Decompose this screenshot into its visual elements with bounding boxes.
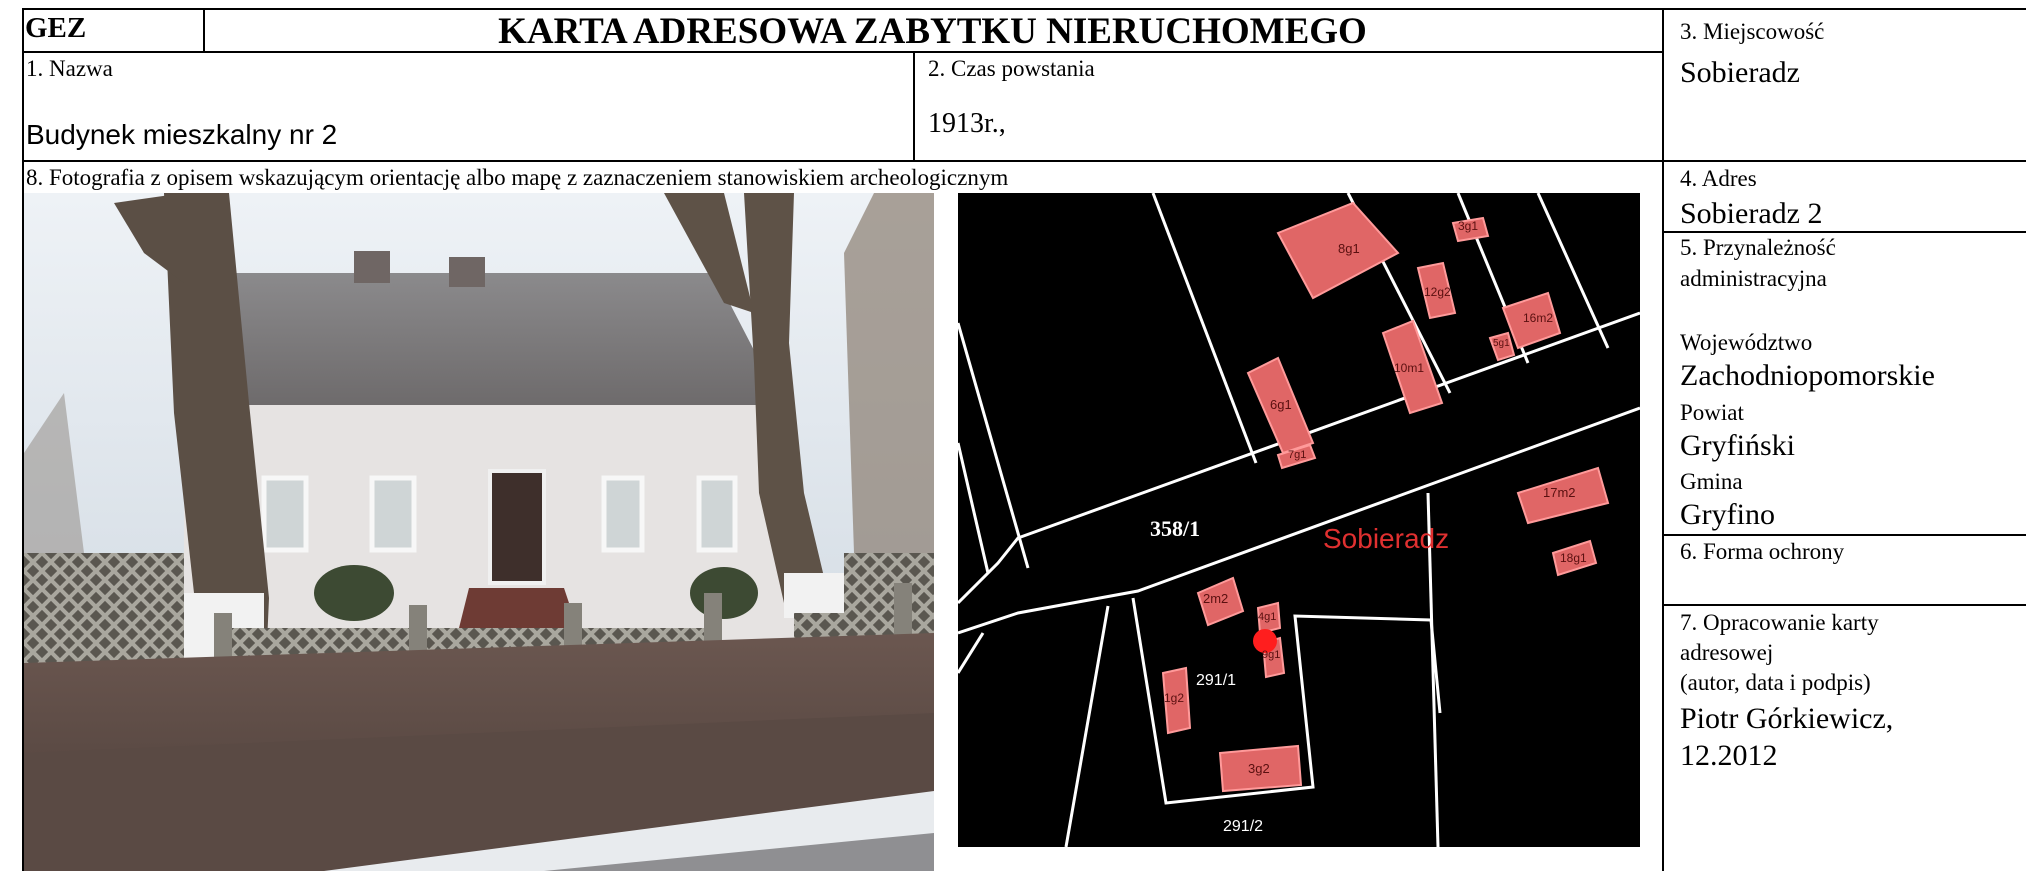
photo-section-label: 8. Fotografia z opisem wskazującym orien… bbox=[26, 165, 1009, 190]
place-label: 3. Miejscowość bbox=[1680, 19, 1825, 44]
author-label-3: (autor, data i podpis) bbox=[1680, 670, 1871, 695]
map-label-8g1: 8g1 bbox=[1338, 241, 1360, 256]
map-building-12g2 bbox=[1416, 261, 1457, 320]
map-label-16m2: 16m2 bbox=[1523, 311, 1554, 325]
county-value: Gryfiński bbox=[1680, 429, 1795, 462]
admin-label-1: 5. Przynależność bbox=[1680, 235, 1836, 260]
map-building-3g1 bbox=[1451, 216, 1490, 243]
map-building-10m1 bbox=[1381, 319, 1444, 415]
author-value-2: 12.2012 bbox=[1680, 739, 1778, 772]
map-label-4g1: 4g1 bbox=[1258, 611, 1277, 623]
name-label: 1. Nazwa bbox=[26, 56, 113, 81]
map-label-17m2: 17m2 bbox=[1543, 485, 1576, 500]
map-label-6g1: 6g1 bbox=[1270, 397, 1292, 412]
voivodeship-label: Województwo bbox=[1680, 330, 1813, 355]
map-label-3g2: 3g2 bbox=[1248, 761, 1270, 776]
map-label-10m1: 10m1 bbox=[1394, 361, 1425, 375]
house-photo bbox=[24, 193, 934, 871]
map-building-5g1 bbox=[1488, 331, 1516, 362]
map-road-parcel: 358/1 bbox=[1150, 516, 1201, 541]
map-label-12g2: 12g2 bbox=[1424, 285, 1451, 299]
address-label: 4. Adres bbox=[1680, 166, 1757, 191]
map-label-7g1: 7g1 bbox=[1288, 449, 1307, 461]
map-building-17m2 bbox=[1516, 466, 1610, 525]
map-building-16m2 bbox=[1501, 291, 1562, 350]
map-label-1g2: 1g2 bbox=[1164, 691, 1185, 705]
place-value: Sobieradz bbox=[1680, 56, 1800, 89]
page-title: KARTA ADRESOWA ZABYTKU NIERUCHOMEGO bbox=[498, 11, 1367, 52]
author-label-1: 7. Opracowanie karty bbox=[1680, 610, 1879, 635]
commune-value: Gryfino bbox=[1680, 498, 1775, 531]
form-code: GEZ bbox=[25, 12, 87, 44]
map-building-3g2 bbox=[1218, 744, 1303, 793]
map-label-5g1: 5g1 bbox=[1493, 338, 1510, 349]
map-building-2m2 bbox=[1196, 576, 1245, 627]
map-building-6g1 bbox=[1246, 356, 1315, 455]
monument-marker bbox=[1253, 629, 1277, 653]
map-building-7g1 bbox=[1276, 443, 1317, 470]
map-label-18g1: 18g1 bbox=[1560, 551, 1587, 565]
built-label: 2. Czas powstania bbox=[928, 56, 1095, 81]
built-value: 1913r., bbox=[928, 108, 1006, 139]
map-building-4g1 bbox=[1256, 601, 1282, 635]
admin-label-2: administracyjna bbox=[1680, 266, 1827, 291]
cadastral-map: 8g1 3g1 12g2 16m2 5g1 10m1 6g1 7g1 17m2 … bbox=[958, 193, 1640, 847]
map-label-3g1: 3g1 bbox=[1458, 219, 1479, 233]
name-value: Budynek mieszkalny nr 2 bbox=[26, 119, 338, 150]
author-value-1: Piotr Górkiewicz, bbox=[1680, 702, 1894, 735]
author-label-2: adresowej bbox=[1680, 640, 1774, 665]
commune-label: Gmina bbox=[1680, 469, 1743, 494]
map-parcel-291-2: 291/2 bbox=[1223, 818, 1264, 835]
address-value: Sobieradz 2 bbox=[1680, 197, 1823, 230]
map-building-8g1 bbox=[1276, 201, 1400, 300]
county-label: Powiat bbox=[1680, 400, 1744, 425]
map-label-2m2: 2m2 bbox=[1203, 591, 1229, 606]
map-building-18g1 bbox=[1551, 539, 1598, 577]
map-building-1g2 bbox=[1161, 666, 1192, 735]
map-locality-label: Sobieradz bbox=[1323, 523, 1450, 554]
map-parcel-291-1: 291/1 bbox=[1196, 672, 1237, 689]
voivodeship-value: Zachodniopomorskie bbox=[1680, 359, 1935, 392]
map-label-9g1: 9g1 bbox=[1262, 649, 1281, 661]
protection-label: 6. Forma ochrony bbox=[1680, 539, 1845, 564]
